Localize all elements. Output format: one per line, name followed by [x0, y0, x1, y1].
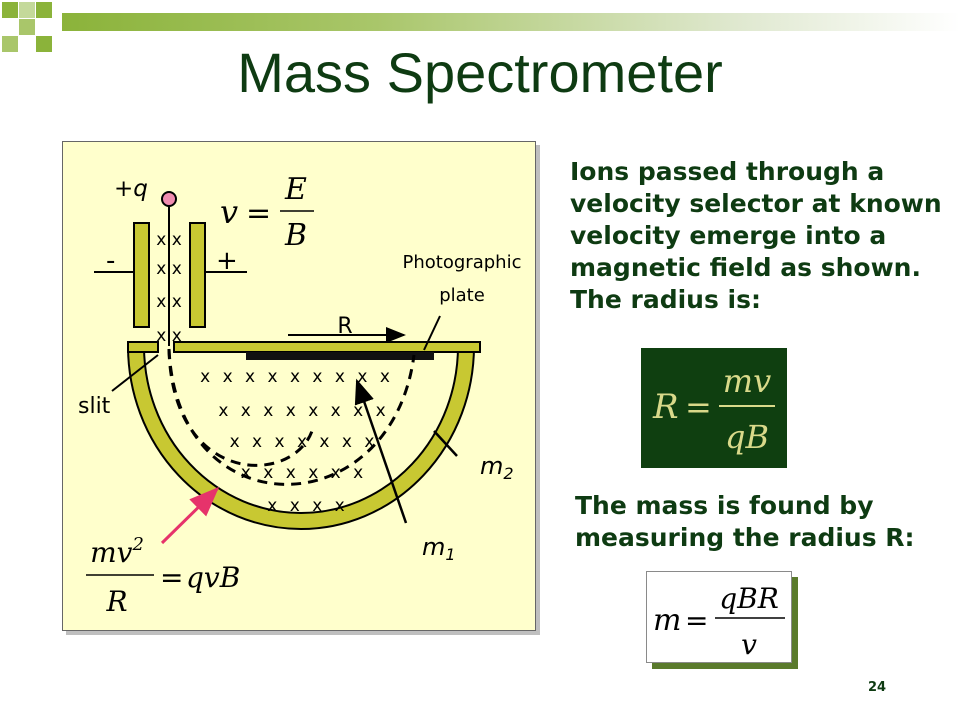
eq-radius-lhs: R [652, 387, 679, 427]
field-row: x x x x x x x x x [200, 367, 390, 387]
eq-radius-eq: = [685, 388, 712, 426]
plus-label: + [216, 246, 238, 276]
title-bar-decoration [62, 13, 960, 31]
eq-mass-den: v [741, 628, 757, 661]
field-row: x x x x x x x [230, 432, 375, 452]
eq-radius-den: qB [725, 418, 769, 456]
force-arrow [160, 486, 220, 545]
eq-force-den: R [105, 585, 127, 618]
eq-force-num: mv2 [90, 534, 144, 569]
plate-pointer [423, 315, 441, 351]
ion-charge [161, 191, 177, 207]
slit-label: slit [78, 394, 111, 419]
m1-label: m1 [422, 533, 456, 564]
plate-label: Photographic [403, 252, 522, 273]
eq-velocity-eq: = [246, 196, 271, 231]
page-number: 24 [868, 680, 887, 695]
eq-force-rhs: qvB [186, 561, 240, 594]
eq-mass-eq: = [685, 604, 708, 637]
corner-decoration [2, 2, 52, 52]
trajectory-m1 [167, 348, 314, 467]
mass-equation-box: m = qBR v [646, 571, 792, 663]
selector-row: x x [156, 292, 182, 312]
eq-force-eq: = [160, 561, 183, 594]
minus-label: - [106, 246, 115, 276]
eq-mass-num: qBR [719, 582, 779, 615]
photographic-plate [246, 352, 434, 360]
selector-plate-negative [133, 222, 150, 328]
eq-mass-lhs: m [653, 603, 681, 638]
description-text: Ions passed through a velocity selector … [570, 157, 942, 314]
chamber-top-right [173, 341, 481, 353]
eq-velocity-lhs: v [220, 193, 238, 231]
radius-label: R [337, 314, 352, 339]
eq-velocity-den: B [284, 218, 307, 253]
mass-description-text: The mass is found by measuring the radiu… [575, 491, 915, 552]
page-title: Mass Spectrometer [237, 41, 723, 104]
eq-velocity-num: E [284, 172, 307, 207]
plate-label: plate [439, 285, 485, 306]
m2-label: m2 [480, 452, 514, 483]
chamber-top-left [127, 341, 159, 353]
radius-equation-box: R = mv qB [641, 348, 787, 468]
selector-plate-positive [189, 222, 206, 328]
field-row: x x x x x x x x [218, 401, 385, 421]
field-row: x x x x [267, 496, 344, 516]
spectrometer-diagram: x x x x x x x x x x x x x x x x x x x x … [62, 141, 536, 631]
m2-pointer [433, 430, 458, 457]
selector-row: x x [156, 326, 182, 346]
selector-row: x x [156, 230, 182, 250]
charge-label: +q [114, 176, 148, 202]
field-row: x x x x x x [241, 463, 363, 483]
eq-radius-num: mv [723, 362, 771, 400]
selector-row: x x [156, 259, 182, 279]
slit-pointer [111, 354, 159, 392]
m1-arrow [354, 378, 408, 524]
